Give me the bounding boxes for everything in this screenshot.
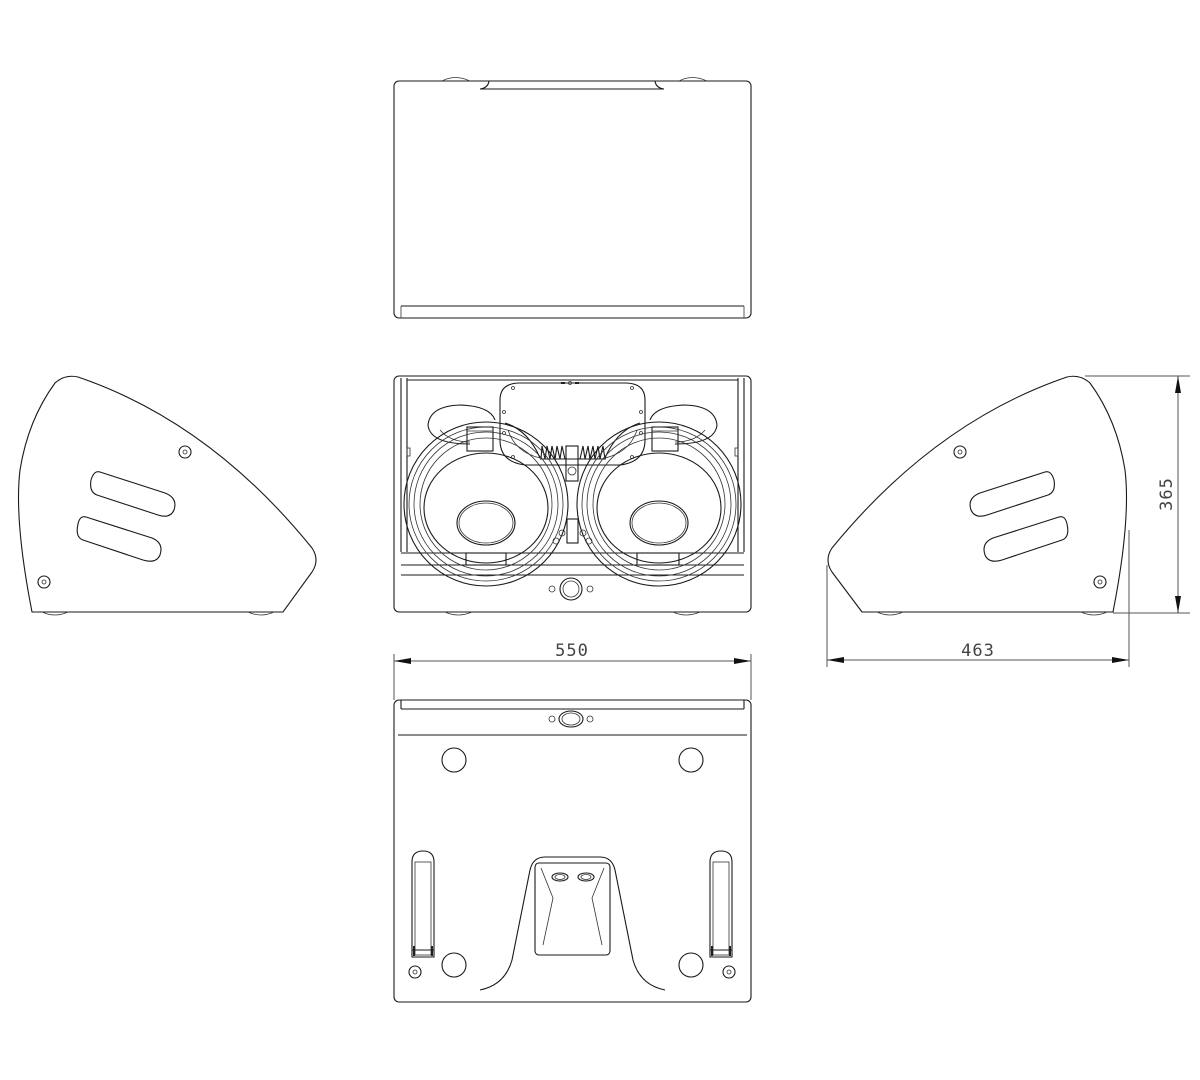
height-label: 365 xyxy=(1157,477,1177,511)
dimension-depth: 463 xyxy=(826,530,1130,667)
depth-label: 463 xyxy=(961,641,995,661)
width-label: 550 xyxy=(555,641,589,661)
front-view xyxy=(393,375,752,616)
back-view xyxy=(393,699,752,1003)
right-side-view xyxy=(827,375,1128,616)
dimension-width: 550 xyxy=(393,641,752,700)
dimension-height: 365 xyxy=(1085,375,1190,614)
left-side-view xyxy=(17,375,317,616)
top-view xyxy=(393,77,752,319)
